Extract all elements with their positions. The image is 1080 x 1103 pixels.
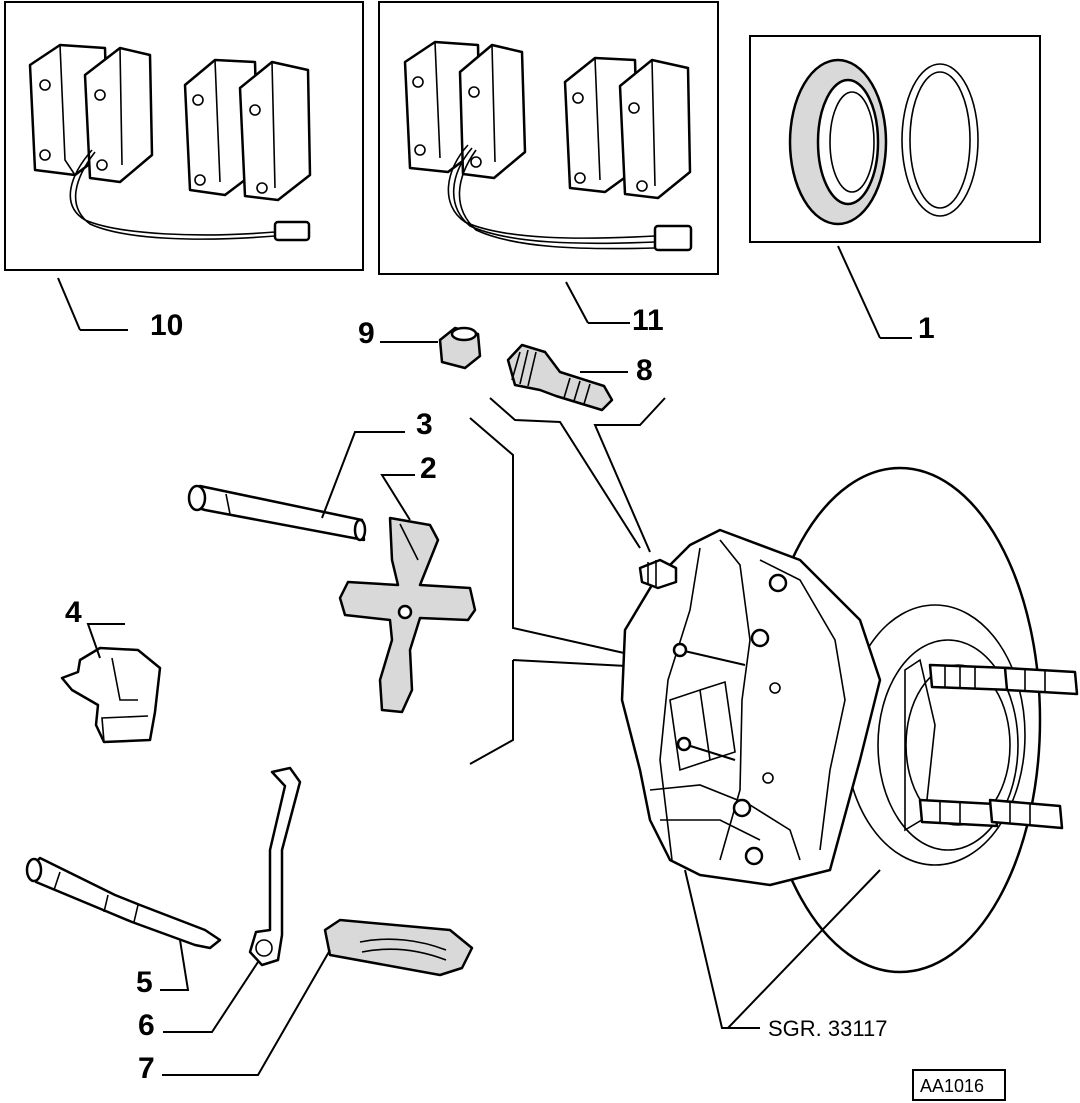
pad-right-b — [238, 60, 312, 202]
figure-code: AA1016 — [920, 1076, 984, 1096]
label-11: 11 — [632, 304, 664, 337]
part-4-retaining-clip — [60, 623, 162, 744]
piston-seal — [788, 58, 888, 226]
part-11-pad-set-box — [378, 1, 719, 324]
label-1: 1 — [918, 312, 935, 345]
figure-code-box: AA1016 — [912, 1069, 1006, 1101]
brake-caliper — [620, 528, 882, 887]
part-10-pad-set-box — [4, 1, 364, 331]
label-4: 4 — [65, 596, 82, 629]
dual-sensor-wire — [447, 144, 656, 239]
dual-sensor-connector — [653, 224, 693, 252]
pad-set-11-left-b — [458, 43, 527, 180]
retaining-ring — [901, 63, 979, 217]
part-5-pad-pin — [25, 856, 222, 991]
label-9: 9 — [358, 317, 375, 350]
pad-left-b — [83, 46, 154, 184]
label-7: 7 — [138, 1052, 155, 1085]
label-10: 10 — [150, 309, 183, 342]
label-8: 8 — [636, 354, 653, 387]
part-6-spring-clip — [163, 766, 302, 1033]
pad-set-11-right-b — [618, 58, 692, 200]
part-9-bleed-cap — [380, 326, 482, 370]
part-1-seal-kit-box — [749, 35, 1041, 339]
wheel-studs — [918, 663, 1079, 830]
label-6: 6 — [138, 1009, 155, 1042]
part-2-anti-rattle-spring — [338, 474, 477, 714]
label-2: 2 — [420, 452, 437, 485]
part-8-bleed-screw — [506, 343, 628, 412]
label-5: 5 — [136, 966, 153, 999]
assembly-reference: SGR. 33117 — [768, 1016, 887, 1041]
part-7-spring-plate — [162, 918, 474, 1076]
part-3-guide-pin — [187, 431, 405, 542]
label-3: 3 — [416, 408, 433, 441]
wear-sensor-connector — [273, 220, 311, 242]
wear-sensor-wire — [69, 149, 276, 236]
